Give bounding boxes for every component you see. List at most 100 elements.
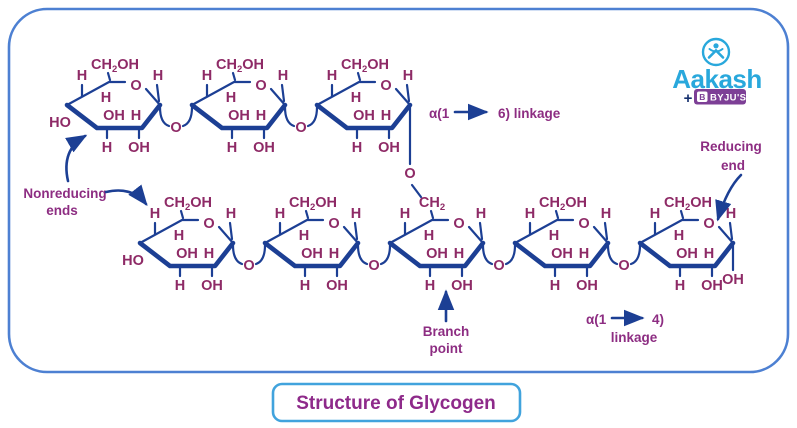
c6-group-label-post: OH — [315, 195, 337, 211]
ring-back-edge — [138, 218, 200, 245]
alpha16-lower-bond — [410, 183, 423, 199]
c6-group-label-sub: 2 — [440, 202, 445, 213]
inner-oh-label: OH — [228, 108, 250, 124]
bridge-oxygen-label: O — [170, 120, 181, 136]
ring-back-edge — [315, 80, 377, 107]
bridge-left-hook — [356, 243, 369, 266]
byjus-b-letter: B — [699, 92, 705, 102]
ring-oxygen-label: O — [130, 78, 141, 94]
bridge-right-hook — [306, 105, 319, 128]
ring-back-edge — [263, 218, 325, 245]
c1-h-label: H — [226, 206, 236, 222]
c1-h-label: H — [351, 206, 361, 222]
c2-oh-label: OH — [701, 278, 723, 294]
c1-h-bond — [405, 83, 411, 103]
reducing-end-arrow-icon — [715, 173, 743, 222]
inner-oh-label: OH — [301, 246, 323, 262]
bridge-right-hook — [254, 243, 267, 266]
byjus-name: BYJU'S — [710, 93, 746, 104]
c6-group-label: CH2OH — [341, 57, 389, 75]
c6-group-label-post: OH — [242, 57, 264, 73]
c3-h-label: H — [675, 278, 685, 294]
nonreducing-ho-label: HO — [122, 253, 144, 269]
c2-oh-label: OH — [253, 140, 275, 156]
c4-h-label: H — [400, 206, 410, 222]
c6-group-label: CH2OH — [289, 195, 337, 213]
c6-group-label: CH2OH — [216, 57, 264, 75]
inner-h2-label: H — [704, 246, 714, 262]
inner-h-label: H — [424, 228, 434, 244]
linkage-1-4-label-post: 4) — [652, 312, 664, 327]
ring-oxygen-label: O — [203, 216, 214, 232]
c4-h-label: H — [77, 68, 87, 84]
ring-back-edge — [388, 218, 450, 245]
c6-bond — [179, 209, 185, 220]
c1-h-label: H — [726, 206, 736, 222]
c6-bond — [679, 209, 685, 220]
bridge-oxygen-label: O — [295, 120, 306, 136]
c1-h-bond — [478, 221, 484, 241]
c1-h-bond — [280, 83, 286, 103]
c6-group-label-pre: CH — [91, 57, 112, 73]
reducing-end-label: Reducing — [700, 139, 762, 154]
ring-front-edge — [137, 240, 236, 269]
c1-h-bond — [228, 221, 234, 241]
ring-front-edge — [314, 102, 413, 131]
c2-oh-label: OH — [128, 140, 150, 156]
bridge-left-hook — [158, 105, 171, 128]
ring-front-edge — [637, 240, 736, 269]
c6-group-label-pre: CH — [289, 195, 310, 211]
inner-h-label: H — [174, 228, 184, 244]
brand-plus: + — [684, 90, 693, 107]
bridge-left-hook — [283, 105, 296, 128]
c6-group-label: CH2OH — [664, 195, 712, 213]
inner-oh-label: OH — [676, 246, 698, 262]
ring-oxygen-label: O — [703, 216, 714, 232]
aakash-logo-arms-icon — [708, 48, 724, 53]
bridge-left-hook — [481, 243, 494, 266]
branch-point-label: Branch — [423, 324, 470, 339]
c1-h-bond — [603, 221, 609, 241]
c2-oh-label: OH — [576, 278, 598, 294]
linkage-1-4-label-pre: α(1 — [586, 312, 607, 327]
c6-bond — [304, 209, 310, 220]
caption-group: Structure of Glycogen — [271, 382, 522, 423]
ring-oxygen-edge — [217, 225, 235, 245]
nonreducing-arrow-top-icon — [65, 134, 88, 183]
ring-oxygen-edge — [467, 225, 485, 245]
ring-oxygen-edge — [592, 225, 610, 245]
c2-oh-label: OH — [326, 278, 348, 294]
aakash-logo-head-icon — [713, 43, 719, 49]
c6-group-label-sub: 2 — [310, 202, 315, 213]
c3-h-label: H — [550, 278, 560, 294]
ring-front-edge — [387, 240, 486, 269]
inner-h-label: H — [299, 228, 309, 244]
bridge-oxygen-label: O — [618, 258, 629, 274]
bridge-right-hook — [504, 243, 517, 266]
c6-bond — [554, 209, 560, 220]
c6-group-label-sub: 2 — [362, 64, 367, 75]
inner-h-label: H — [101, 90, 111, 106]
ring-back-edge — [638, 218, 700, 245]
inner-h2-label: H — [454, 246, 464, 262]
inner-h2-label: H — [204, 246, 214, 262]
c4-h-label: H — [202, 68, 212, 84]
c6-group-label: CH2OH — [539, 195, 587, 213]
ring-back-edge — [190, 80, 252, 107]
inner-oh-label: OH — [103, 108, 125, 124]
diagram-border — [7, 7, 790, 374]
ring-oxygen-label: O — [255, 78, 266, 94]
c2-oh-label: OH — [378, 140, 400, 156]
bridge-right-hook — [181, 105, 194, 128]
c1-h-label: H — [403, 68, 413, 84]
c6-group-label-sub: 2 — [185, 202, 190, 213]
c6-group-label-pre: CH — [419, 195, 440, 211]
c4-h-label: H — [327, 68, 337, 84]
inner-h2-label: H — [329, 246, 339, 262]
ring-oxygen-edge — [717, 225, 735, 245]
c3-h-label: H — [300, 278, 310, 294]
